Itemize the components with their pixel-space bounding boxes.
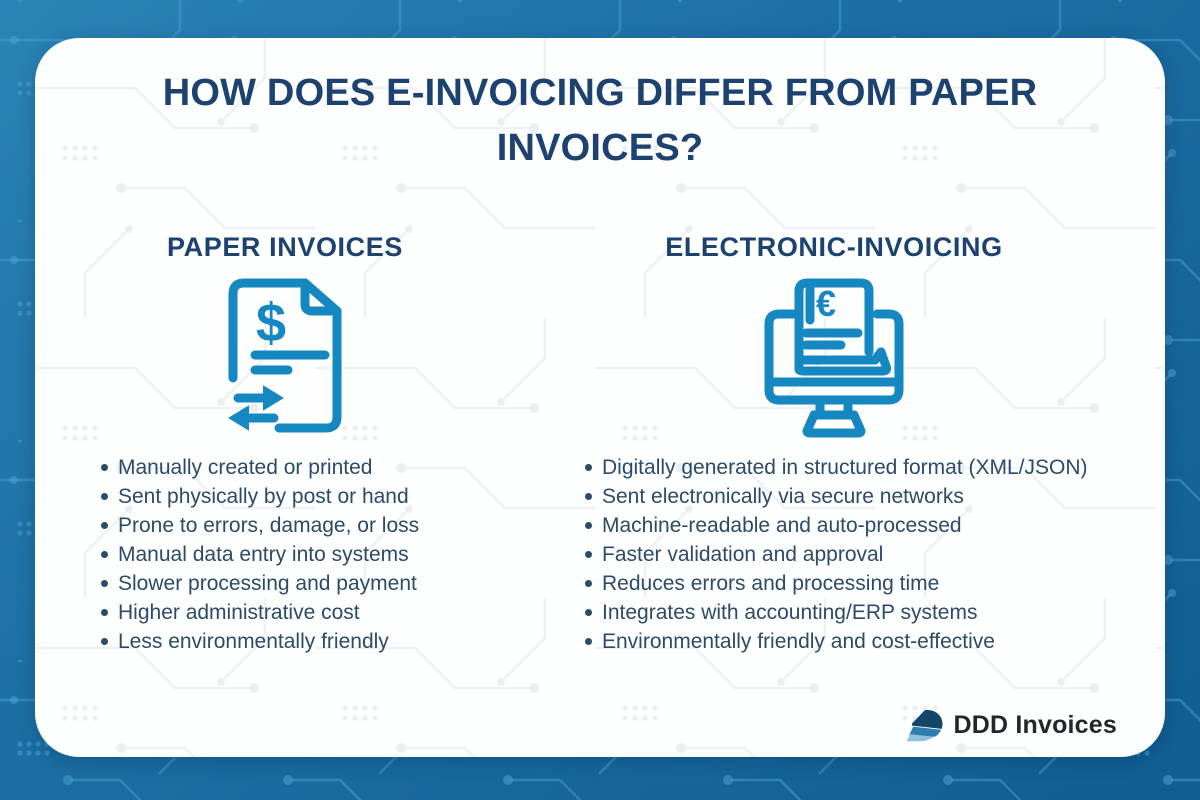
list-item-text: Manually created or printed [118,456,373,480]
electronic-invoicing-list: Digitally generated in structured format… [533,453,1135,656]
list-item: Higher administrative cost [101,598,505,627]
list-item-text: Higher administrative cost [118,601,360,625]
list-item: Less environmentally friendly [101,627,505,656]
card-circuit-pattern [35,38,1165,757]
bullet-dot [585,522,592,530]
e-invoicing-monitor-icon-svg: € [764,278,904,438]
list-item: Integrates with accounting/ERP systems [585,598,1135,627]
svg-text:$: $ [256,293,286,353]
bullet-dot [585,493,592,501]
list-item-text: Manual data entry into systems [118,543,409,567]
brand-name: DDD Invoices [953,710,1117,739]
content-card: HOW DOES E-INVOICING DIFFER FROM PAPER I… [35,38,1165,757]
list-item: Sent electronically via secure networks [585,482,1135,511]
bullet-dot [101,464,108,472]
bullet-dot [101,580,108,588]
list-item-text: Sent physically by post or hand [118,485,409,509]
ddd-logo-icon [906,710,943,742]
list-item-text: Integrates with accounting/ERP systems [602,601,978,625]
list-item-text: Machine-readable and auto-processed [602,514,962,538]
list-item-text: Reduces errors and processing time [602,572,940,596]
paper-invoices-list: Manually created or printed Sent physica… [65,453,505,656]
list-item: Machine-readable and auto-processed [585,511,1135,540]
list-item: Manually created or printed [101,453,505,482]
list-item-text: Digitally generated in structured format… [602,456,1088,480]
bullet-dot [585,609,592,617]
paper-invoices-heading: PAPER INVOICES [167,232,403,263]
list-item-text: Environmentally friendly and cost-effect… [602,630,995,654]
brand-logo: DDD Invoices [904,707,1117,743]
bullet-dot [585,580,592,588]
list-item-text: Sent electronically via secure networks [602,485,964,509]
bullet-dot [101,609,108,617]
paper-invoice-icon-svg: $ [228,278,342,433]
paper-invoice-icon: $ [65,271,505,443]
bullet-dot [585,638,592,646]
bullet-dot [101,638,108,646]
e-invoicing-monitor-icon: € [533,271,1135,443]
list-item: Reduces errors and processing time [585,569,1135,598]
bullet-dot [101,522,108,530]
electronic-invoicing-heading: ELECTRONIC-INVOICING [665,232,1003,263]
list-item: Digitally generated in structured format… [585,453,1135,482]
list-item-text: Slower processing and payment [118,572,417,596]
list-item: Environmentally friendly and cost-effect… [585,627,1135,656]
comparison-columns: PAPER INVOICES $ [35,232,1165,656]
list-item: Faster validation and approval [585,540,1135,569]
bullet-dot [585,551,592,559]
list-item: Manual data entry into systems [101,540,505,569]
list-item-text: Prone to errors, damage, or loss [118,514,420,538]
svg-text:€: € [816,283,836,324]
electronic-invoicing-column: ELECTRONIC-INVOICING [533,232,1135,656]
paper-invoices-column: PAPER INVOICES $ [65,232,505,656]
list-item-text: Less environmentally friendly [118,630,389,654]
list-item: Sent physically by post or hand [101,482,505,511]
bullet-dot [585,464,592,472]
bullet-dot [101,493,108,501]
list-item-text: Faster validation and approval [602,543,884,567]
list-item: Prone to errors, damage, or loss [101,511,505,540]
list-item: Slower processing and payment [101,569,505,598]
bullet-dot [101,551,108,559]
page-title: HOW DOES E-INVOICING DIFFER FROM PAPER I… [162,72,1038,170]
